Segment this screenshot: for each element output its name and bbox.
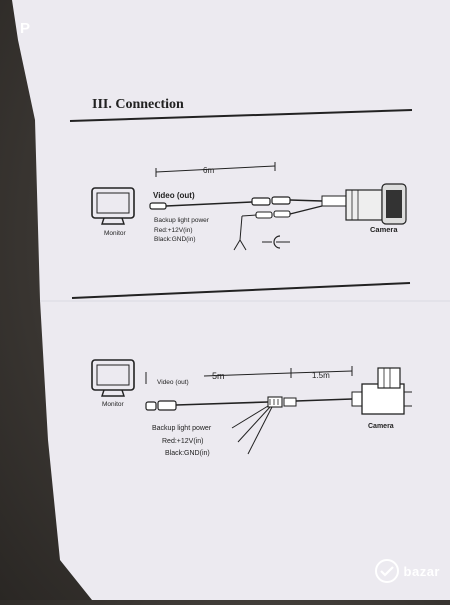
monitor-icon <box>91 187 135 225</box>
inline-connector-icon <box>251 196 323 206</box>
monitor-label: Monitor <box>104 230 127 237</box>
dimension-5m <box>203 372 292 377</box>
rca-connector-icon <box>149 201 253 210</box>
length-label-1-5m: 1.5m <box>312 371 330 380</box>
backup-power-label: Backup light power <box>154 217 210 224</box>
monitor-label-2: Monitor <box>102 401 125 408</box>
watermark-text: bazar <box>403 563 440 579</box>
camera-label: Camera <box>370 225 398 234</box>
video-out-label-2: Video (out) <box>157 379 189 386</box>
watermark: bazar <box>374 558 440 584</box>
black-wire-label: Black:GND(in) <box>154 236 196 243</box>
backup-power-label-2: Backup light power <box>152 425 212 432</box>
dimension-6m <box>155 165 276 173</box>
black-wire-label-2: Black:GND(in) <box>165 450 210 457</box>
title-rule <box>69 109 413 122</box>
section-title: III. Connection <box>92 97 184 112</box>
bazar-logo-icon <box>374 559 399 583</box>
red-wire-label-2: Red:+12V(in) <box>162 438 203 445</box>
p-badge: P <box>20 20 31 37</box>
length-label-6m: 6m <box>203 166 214 175</box>
splitter-connector-icon <box>231 396 353 455</box>
section-divider <box>71 282 411 299</box>
camera-icon <box>321 183 407 225</box>
length-label-5m: 5m <box>212 371 225 381</box>
dimension-1-5m <box>290 370 353 374</box>
monitor-icon-2 <box>91 359 135 397</box>
ground-symbol-icon <box>262 235 290 249</box>
red-wire-label: Red:+12V(in) <box>154 227 192 234</box>
camera-label-2: Camera <box>368 423 394 430</box>
camera-icon-2 <box>351 367 412 415</box>
rca-connector-icon-2 <box>145 400 269 411</box>
power-connector-icon <box>233 205 323 251</box>
video-out-label: Video (out) <box>153 191 195 200</box>
